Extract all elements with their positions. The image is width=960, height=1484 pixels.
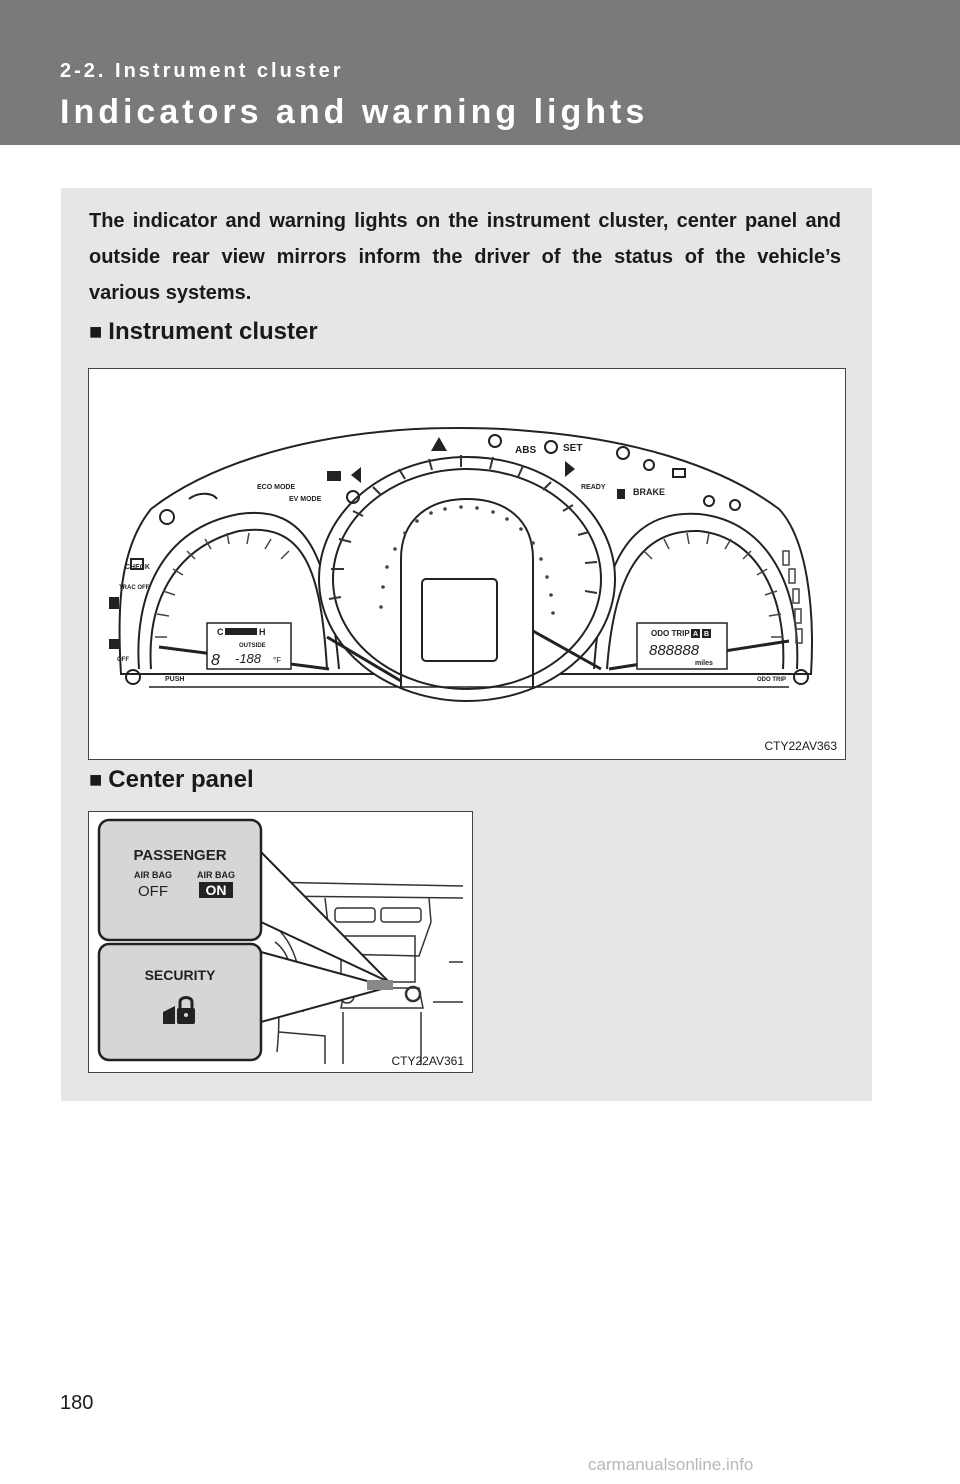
air-bag-off-caption: AIR BAG <box>134 870 172 880</box>
page-header: 2-2. Instrument cluster Indicators and w… <box>0 0 960 145</box>
temp-cold-label: C <box>217 627 224 637</box>
check-label: CHECK <box>125 564 150 571</box>
abs-label: ABS <box>515 445 536 456</box>
subhead-label: Center panel <box>108 766 254 793</box>
page-title: Indicators and warning lights <box>60 93 649 131</box>
air-bag-on-caption: AIR BAG <box>197 870 235 880</box>
square-bullet-icon: ■ <box>89 767 103 792</box>
square-bullet-icon: ■ <box>89 319 103 344</box>
ev-mode-label: EV MODE <box>289 496 322 503</box>
miles-label: miles <box>695 660 713 667</box>
center-panel-figure: PASSENGER AIR BAG OFF AIR BAG ON SECURIT… <box>88 811 473 1073</box>
outside-label: OUTSIDE <box>239 643 266 649</box>
trip-b-label: B <box>704 631 709 638</box>
figure-code: CTY22AV363 <box>764 739 838 753</box>
set-label: SET <box>563 443 582 454</box>
odometer-readout: 888888 <box>649 642 700 659</box>
off-label: OFF <box>117 657 129 663</box>
security-label: SECURITY <box>145 967 216 983</box>
eco-mode-label: ECO MODE <box>257 484 295 491</box>
passenger-label: PASSENGER <box>133 847 226 864</box>
outside-temp-readout: -188 <box>235 651 262 666</box>
brake-label: BRAKE <box>633 487 665 497</box>
subhead-label: Instrument cluster <box>108 318 318 345</box>
watermark: carmanualsonline.info <box>588 1455 754 1474</box>
page-number: 180 <box>60 1392 94 1414</box>
temp-unit: °F <box>273 656 281 665</box>
subhead-instrument-cluster: ■Instrument cluster <box>89 318 318 346</box>
odo-trip-label: ODO TRIP <box>651 629 690 638</box>
trac-off-label: TRAC OFF <box>119 585 150 591</box>
security-lock-icon <box>163 996 195 1024</box>
instrument-cluster-illustration: ABS SET ECO MODE EV MODE READY BRAKE CHE… <box>109 427 813 702</box>
temp-hot-label: H <box>259 627 266 637</box>
gear-digit: 8 <box>211 652 220 669</box>
center-panel-illustration: PASSENGER AIR BAG OFF AIR BAG ON SECURIT… <box>97 818 464 1064</box>
intro-paragraph: The indicator and warning lights on the … <box>89 210 841 304</box>
push-label: PUSH <box>165 676 184 683</box>
air-bag-off-indicator: OFF <box>138 883 168 900</box>
section-label: 2-2. Instrument cluster <box>60 60 344 82</box>
ready-label: READY <box>581 484 606 491</box>
figure-code: CTY22AV361 <box>391 1054 465 1068</box>
air-bag-on-indicator: ON <box>206 882 227 898</box>
subhead-center-panel: ■Center panel <box>89 766 254 794</box>
trip-a-label: A <box>693 631 698 638</box>
odo-trip-button-label: ODO TRIP <box>757 677 786 683</box>
instrument-cluster-figure: ABS SET ECO MODE EV MODE READY BRAKE CHE… <box>88 368 846 760</box>
